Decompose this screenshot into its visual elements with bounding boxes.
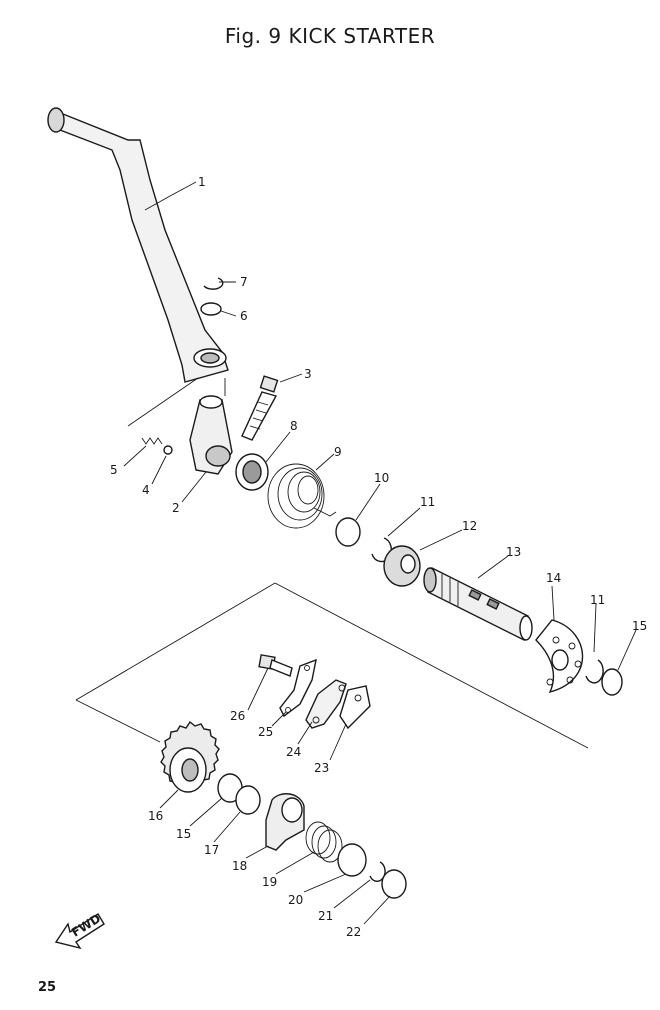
washer-17: [235, 785, 261, 815]
callout-25: 25: [258, 725, 273, 739]
stopper-24: [305, 679, 347, 729]
page-title: Fig. 9 KICK STARTER: [224, 24, 436, 48]
callout-3: 3: [304, 367, 312, 381]
callout-6: 6: [240, 309, 248, 323]
kick-axle-13: [423, 566, 533, 642]
oil-seal-8: [235, 453, 269, 491]
callout-8: 8: [290, 419, 298, 433]
washer-15a: [601, 668, 623, 696]
plate-14: [535, 619, 584, 694]
callout-5: 5: [110, 463, 118, 477]
callout-15b: 15: [176, 827, 191, 841]
kick-boss-2: [189, 395, 233, 475]
bolt-3: [241, 375, 279, 441]
washer-20: [337, 843, 367, 877]
washer-6: [200, 302, 222, 316]
circlip-11b: [585, 659, 604, 684]
callout-19: 19: [262, 875, 277, 889]
callout-12: 12: [462, 519, 477, 533]
leader-lines: [123, 181, 637, 925]
callout-9: 9: [334, 445, 342, 459]
callout-7: 7: [240, 275, 248, 289]
callout-14: 14: [546, 571, 561, 585]
upper-frame-line: [127, 377, 199, 427]
callout-26: 26: [230, 709, 245, 723]
callout-13: 13: [506, 545, 521, 559]
callout-17: 17: [204, 843, 219, 857]
bolt-26: [258, 654, 293, 677]
callout-23: 23: [314, 761, 329, 775]
callout-11b: 11: [590, 593, 605, 607]
callout-2: 2: [172, 501, 180, 515]
fwd-arrow-icon: FWD: [54, 911, 105, 950]
subassembly-frame: [75, 582, 589, 749]
page-number: 25: [38, 980, 57, 995]
callout-22: 22: [346, 925, 361, 939]
callout-21: 21: [318, 909, 333, 923]
washer-10: [335, 517, 361, 547]
spring-5: [141, 437, 163, 445]
ball-4: [163, 445, 173, 455]
callout-24: 24: [286, 745, 301, 759]
callout-1: 1: [198, 175, 206, 189]
callout-11a: 11: [420, 495, 435, 509]
ratchet-18: [265, 793, 305, 851]
washer-22: [381, 869, 407, 899]
callout-18: 18: [232, 859, 247, 873]
circlip-7: [203, 277, 224, 290]
callout-numbers: 1 7 6 3 8 9 5 4 2 10 11 12 13 14 11 15 2…: [110, 175, 647, 939]
spring-19: [305, 821, 343, 863]
callout-15a: 15: [632, 619, 647, 633]
callout-20: 20: [288, 893, 303, 907]
spring-guide-12: [383, 545, 421, 587]
return-spring-9: [267, 463, 337, 529]
callout-16: 16: [148, 809, 163, 823]
guide-23: [339, 685, 371, 730]
callout-4: 4: [142, 483, 150, 497]
callout-10: 10: [374, 471, 389, 485]
kick-lever: [47, 107, 229, 383]
lock-plate-25: [279, 658, 317, 718]
kick-gear-16: [160, 720, 220, 793]
